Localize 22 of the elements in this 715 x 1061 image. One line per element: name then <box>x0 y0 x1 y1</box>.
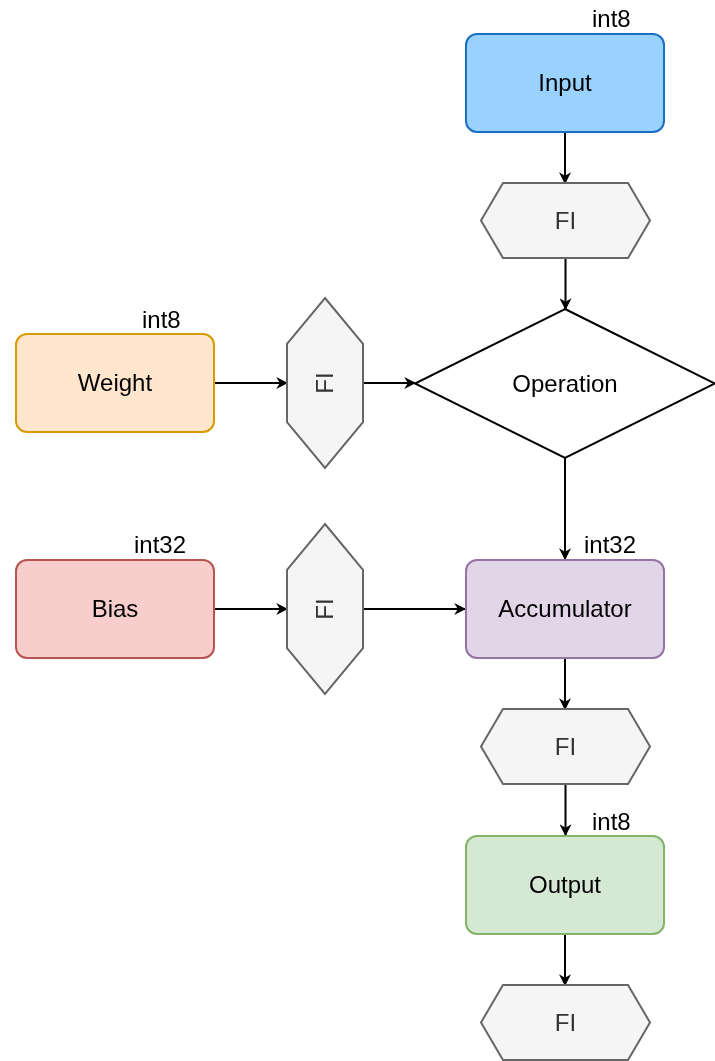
arrow <box>559 934 571 987</box>
node-label: Bias <box>91 595 139 623</box>
node-label: FI <box>311 372 339 394</box>
node-label: Output <box>528 871 601 899</box>
node-label: Weight <box>77 369 153 397</box>
arrow <box>559 783 572 837</box>
node-label: Operation <box>512 369 618 398</box>
arrow <box>559 457 571 561</box>
node-label: FI <box>554 206 577 235</box>
data-type-label: int32 <box>584 531 637 559</box>
data-type-label: int8 <box>592 808 631 836</box>
arrow <box>559 658 571 711</box>
arrow <box>559 257 572 311</box>
data-type-label: int8 <box>142 306 181 334</box>
node-label: Accumulator <box>498 595 632 623</box>
node-label: FI <box>554 732 577 761</box>
data-type-label: int32 <box>134 531 187 559</box>
data-type-label: int8 <box>592 5 631 33</box>
node-label: FI <box>311 598 339 620</box>
node-label: Input <box>538 69 592 97</box>
node-label: FI <box>554 1008 577 1037</box>
arrow <box>559 132 571 185</box>
